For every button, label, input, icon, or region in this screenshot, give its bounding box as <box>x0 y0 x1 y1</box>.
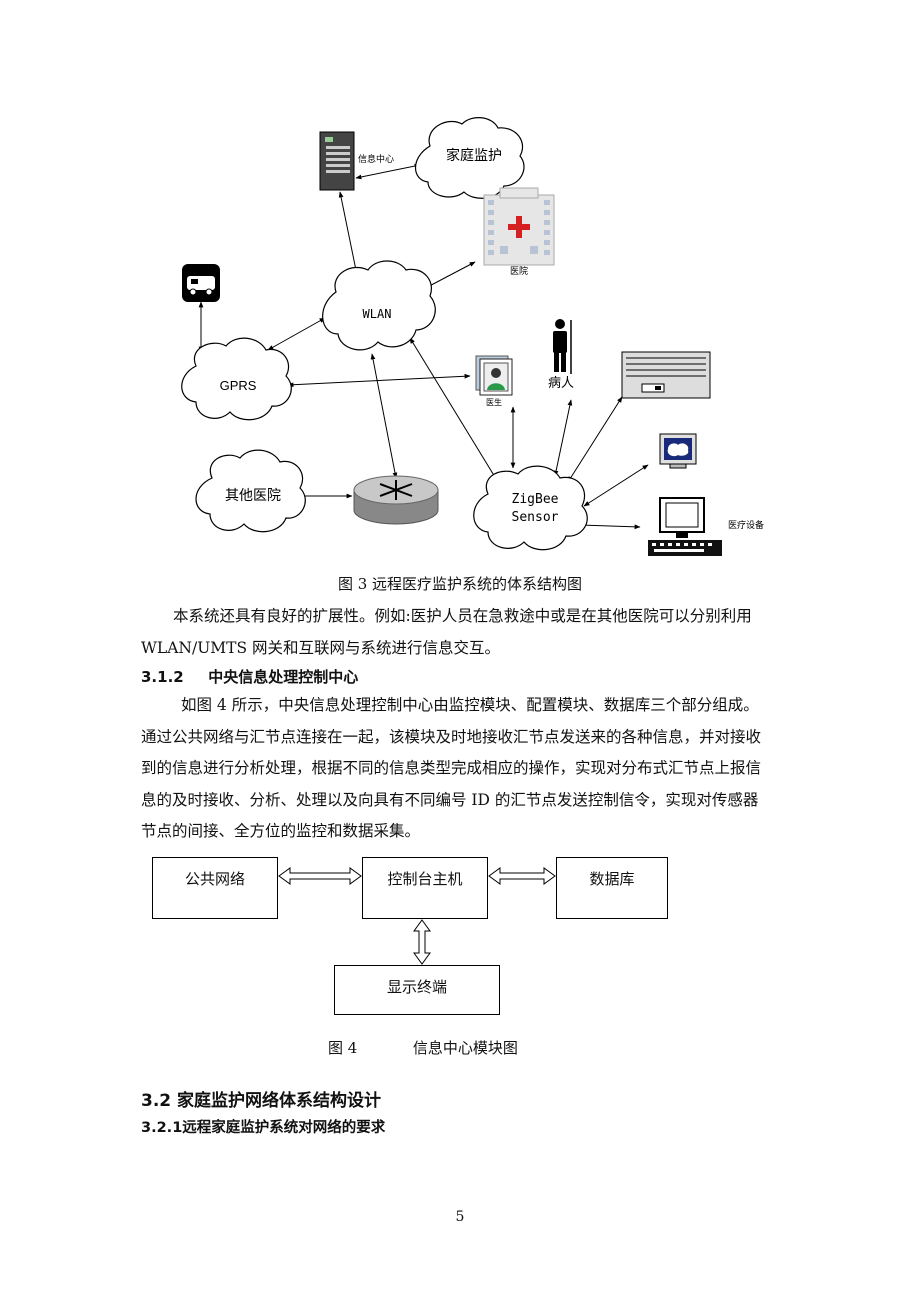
cloud-wlan <box>322 260 436 351</box>
link-wlan-router <box>370 353 398 479</box>
label-hospital: 医院 <box>510 265 528 277</box>
section-number: 3.2 <box>141 1091 172 1111</box>
server-icon <box>319 131 355 191</box>
ambulance-icon <box>182 264 220 302</box>
link-wlan-zigbee <box>409 337 499 483</box>
section-heading-3-2-1: 3.2.1远程家庭监护系统对网络的要求 <box>141 1116 385 1137</box>
paragraph-line: 本系统还具有良好的扩展性。例如:医护人员在急救途中或是在其他医院可以分别利用 <box>173 607 752 625</box>
box-display-terminal: 显示终端 <box>334 965 500 1015</box>
box-label: 控制台主机 <box>387 870 463 888</box>
figure4-caption-title: 信息中心模块图 <box>412 1039 518 1057</box>
section-number: 3.1.2 <box>141 668 184 686</box>
link-server-wlan <box>338 191 360 281</box>
paragraph-line: 通过公共网络与汇节点连接在一起，该模块及时地接收汇节点发送来的各种信息，并对接收 <box>141 727 762 746</box>
paragraph-extensibility: 本系统还具有良好的扩展性。例如:医护人员在急救途中或是在其他医院可以分别利用 W… <box>141 601 781 664</box>
link-computer-zigbee <box>583 464 649 507</box>
label-doctor: 医生 <box>486 397 502 407</box>
paragraph-control-center: 如图 4 所示，中央信息处理控制中心由监控模块、配置模块、数据库三个部分组成。 … <box>141 690 781 848</box>
figure3-caption: 图 3 远程医疗监护系统的体系结构图 <box>337 575 583 593</box>
section-title: 中央信息处理控制中心 <box>208 668 359 686</box>
label-home-monitor: 家庭监护 <box>446 147 502 164</box>
section-number: 3.2.1 <box>141 1120 183 1136</box>
double-arrow-console-database <box>488 867 556 885</box>
link-monitor-zigbee <box>567 396 623 483</box>
link-wlan-gprs <box>267 317 326 351</box>
box-console-host: 控制台主机 <box>362 857 488 919</box>
box-label: 数据库 <box>589 870 635 888</box>
router-icon <box>353 475 439 525</box>
link-device-zigbee <box>579 522 641 530</box>
medical-device-icon <box>648 497 722 556</box>
section-title: 远程家庭监护系统对网络的要求 <box>182 1120 386 1136</box>
link-server-home <box>355 163 421 180</box>
label-info-center: 信息中心 <box>358 153 394 165</box>
paragraph-line: 节点的间接、全方位的监控和数据采集。 <box>141 822 421 840</box>
label-medical-device: 医疗设备 <box>728 519 764 531</box>
label-other-hospital: 其他医院 <box>225 488 281 504</box>
box-database: 数据库 <box>556 857 668 919</box>
double-arrow-network-console <box>278 867 362 885</box>
label-wlan: WLAN <box>363 307 392 321</box>
box-label: 显示终端 <box>386 978 447 996</box>
figure4-caption: 图 4 信息中心模块图 <box>328 1037 518 1058</box>
doctor-icon <box>475 355 513 396</box>
cloud-zigbee <box>473 465 588 551</box>
cloud-gprs <box>181 337 292 421</box>
paragraph-line: 息的及时接收、分析、处理以及向具有不同编号 ID 的汇节点发送控制信令，实现对传… <box>141 790 759 809</box>
page-number: 5 <box>455 1209 465 1225</box>
paragraph-line: WLAN/UMTS 网关和互联网与系统进行信息交互。 <box>141 638 501 657</box>
box-public-network: 公共网络 <box>152 857 278 919</box>
box-label: 公共网络 <box>184 870 245 888</box>
paragraph-line: 到的信息进行分析处理，根据不同的信息类型完成相应的操作，实现对分布式汇节点上报信 <box>141 759 762 777</box>
patient-icon <box>553 319 572 374</box>
label-gprs: GPRS <box>220 378 257 393</box>
section-title: 家庭监护网络体系结构设计 <box>177 1091 382 1111</box>
section-heading-3-2: 3.2 家庭监护网络体系结构设计 <box>141 1086 381 1111</box>
medical-monitor-icon <box>621 351 711 399</box>
double-arrow-console-display <box>413 919 431 965</box>
figure4-caption-label: 图 4 <box>328 1039 358 1057</box>
computer-icon <box>659 433 697 469</box>
paragraph-line: 如图 4 所示，中央信息处理控制中心由监控模块、配置模块、数据库三个部分组成。 <box>181 696 759 714</box>
label-zigbee: ZigBee <box>512 492 559 507</box>
architecture-diagram: 信息中心 家庭监护 医院 WLAN GPRS 医生 病人 其他医院 ZigBee… <box>181 117 764 556</box>
hospital-icon <box>483 187 555 266</box>
label-patient: 病人 <box>548 376 574 391</box>
cloud-home-monitor <box>414 117 525 199</box>
section-heading-3-1-2: 3.1.2 中央信息处理控制中心 <box>141 666 358 687</box>
label-sensor: Sensor <box>512 510 559 525</box>
cloud-other-hospital <box>195 449 306 533</box>
